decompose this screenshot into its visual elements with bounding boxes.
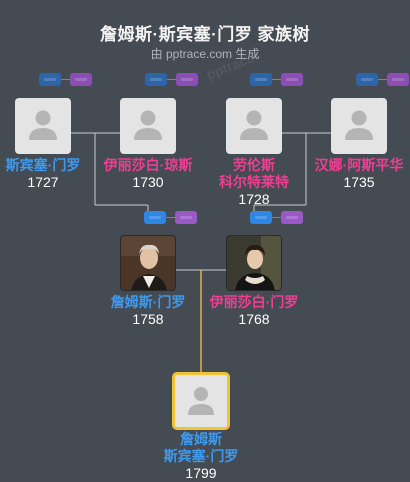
person-name: 科尔特莱特	[219, 174, 289, 190]
person-label[interactable]: 伊丽莎白·琼斯 1730	[78, 157, 218, 191]
button-connector	[378, 79, 387, 80]
page-subtitle: 由 pptrace.com 生成	[150, 47, 260, 61]
person-birth-year: 1735	[343, 174, 375, 190]
more-button[interactable]	[281, 73, 303, 86]
person-name: 斯宾塞·门罗	[5, 157, 81, 173]
more-button[interactable]	[176, 73, 198, 86]
person-photo-portrait[interactable]	[226, 235, 282, 291]
person-actions	[356, 73, 409, 86]
person-name: 斯宾塞·门罗	[163, 448, 239, 464]
person-label[interactable]: 劳伦斯 科尔特莱特 1728	[184, 157, 324, 208]
portrait-woman-image	[227, 236, 281, 290]
person-label[interactable]: 詹姆斯·门罗 1758	[78, 294, 218, 328]
edit-button[interactable]	[145, 73, 167, 86]
person-birth-year: 1728	[238, 191, 270, 207]
edit-button[interactable]	[144, 211, 166, 224]
edit-button[interactable]	[250, 73, 272, 86]
button-connector	[166, 217, 175, 218]
person-silhouette-icon	[188, 387, 214, 415]
person-name: 伊丽莎白·门罗	[209, 294, 299, 310]
button-connector	[61, 79, 70, 80]
person-birth-year: 1768	[238, 311, 270, 327]
person-birth-year: 1799	[185, 465, 217, 481]
person-name: 詹姆斯	[180, 431, 222, 447]
person-photo-placeholder[interactable]	[226, 98, 282, 154]
person-actions	[145, 73, 198, 86]
person-actions	[39, 73, 92, 86]
more-button[interactable]	[387, 73, 409, 86]
person-actions	[250, 73, 303, 86]
person-photo-placeholder[interactable]	[120, 98, 176, 154]
button-connector	[272, 79, 281, 80]
edit-button[interactable]	[356, 73, 378, 86]
person-silhouette-icon	[29, 110, 57, 140]
more-button[interactable]	[281, 211, 303, 224]
person-actions	[144, 211, 197, 224]
person-name: 伊丽莎白·琼斯	[103, 157, 193, 173]
person-photo-placeholder[interactable]	[331, 98, 387, 154]
page-title: 詹姆斯·斯宾塞·门罗 家族树	[99, 25, 311, 44]
person-actions	[250, 211, 303, 224]
person-name: 劳伦斯	[233, 157, 275, 173]
more-button[interactable]	[70, 73, 92, 86]
focus-person-label[interactable]: 詹姆斯 斯宾塞·门罗 1799	[131, 431, 271, 482]
edit-button[interactable]	[39, 73, 61, 86]
button-connector	[272, 217, 281, 218]
focus-person-photo[interactable]	[172, 372, 230, 430]
person-label[interactable]: 伊丽莎白·门罗 1768	[184, 294, 324, 328]
person-birth-year: 1730	[132, 174, 164, 190]
person-silhouette-icon	[134, 110, 162, 140]
person-name: 汉娜·阿斯平华	[314, 157, 404, 173]
person-silhouette-icon	[345, 110, 373, 140]
person-name: 詹姆斯·门罗	[110, 294, 186, 310]
edit-button[interactable]	[250, 211, 272, 224]
person-silhouette-icon	[240, 110, 268, 140]
person-photo-placeholder[interactable]	[15, 98, 71, 154]
more-button[interactable]	[175, 211, 197, 224]
person-label[interactable]: 汉娜·阿斯平华 1735	[309, 157, 409, 191]
person-birth-year: 1758	[132, 311, 164, 327]
person-birth-year: 1727	[27, 174, 59, 190]
button-connector	[167, 79, 176, 80]
person-label[interactable]: 斯宾塞·门罗 1727	[0, 157, 113, 191]
portrait-man-image	[121, 236, 175, 290]
person-photo-portrait[interactable]	[120, 235, 176, 291]
